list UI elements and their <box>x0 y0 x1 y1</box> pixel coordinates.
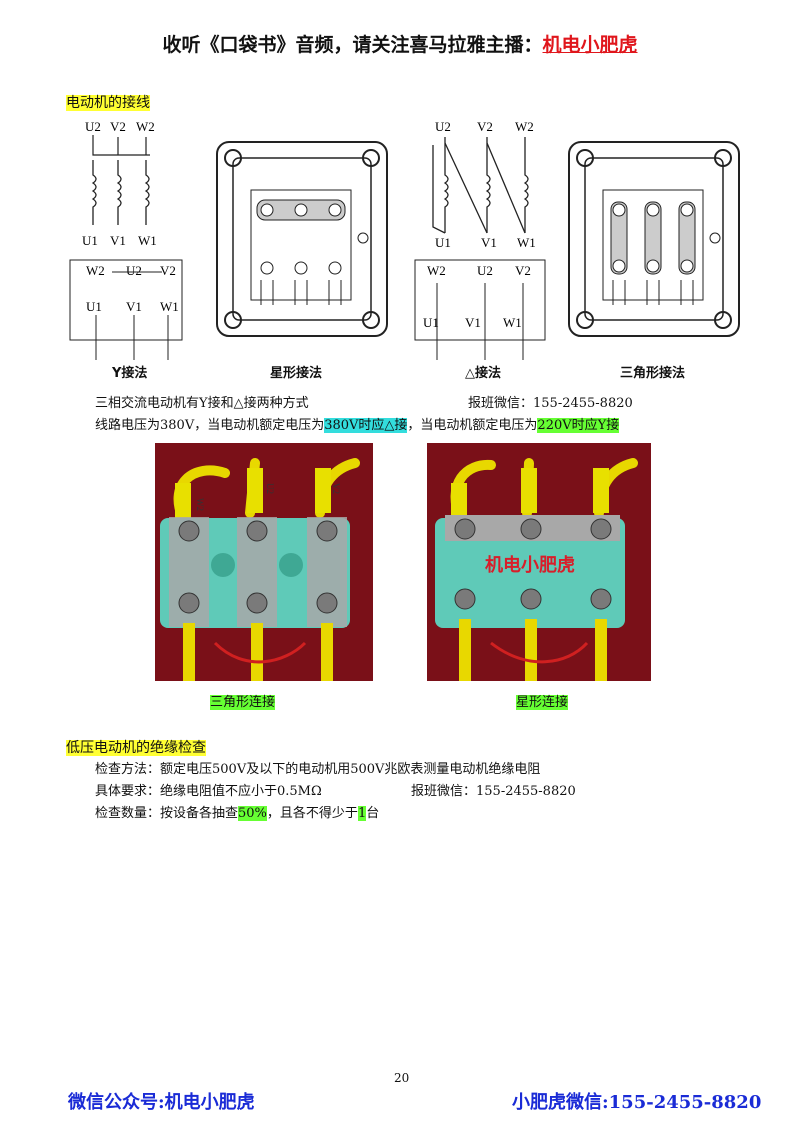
caption-delta-photo: 三角形连接 <box>210 695 276 710</box>
photo-star-terminal-board: 机电小肥虎 <box>427 443 651 681</box>
y-connection-diagram: U2 V2 W2 U1 V1 W1 W2 U2 V2 U1 V1 W1 <box>69 119 183 360</box>
terminal-box <box>69 259 183 341</box>
star-terminal-box-drawing <box>216 141 388 337</box>
section-title-wiring: 电动机的接线 <box>66 95 150 111</box>
svg-text:W2: W2 <box>427 263 446 278</box>
wiring-note-line2: 线路电压为380V，当电动机额定电压为380V时应△接，当电动机额定电压为220… <box>95 418 620 433</box>
svg-text:V2: V2 <box>160 263 176 278</box>
svg-text:U2: U2 <box>477 263 493 278</box>
svg-text:V1: V1 <box>126 299 142 314</box>
svg-text:V1: V1 <box>465 315 481 330</box>
photo-watermark: 机电小肥虎 <box>485 554 575 575</box>
label-y-connection: Y接法 <box>112 366 148 381</box>
svg-text:U2: U2 <box>126 263 142 278</box>
svg-text:U1: U1 <box>86 299 102 314</box>
terminal-u2: U2 <box>85 119 101 134</box>
footer-right: 小肥虎微信:155-2455-8820 <box>512 1092 762 1113</box>
svg-text:V2: V2 <box>477 119 493 134</box>
insulation-contact: 报班微信：155-2455-8820 <box>411 784 576 799</box>
insulation-quantity: 检查数量：按设备各抽查50%，且各不得少于1台 <box>95 806 380 821</box>
svg-text:V2: V2 <box>515 263 531 278</box>
wiring-contact: 报班微信：155-2455-8820 <box>468 396 633 411</box>
svg-text:U2: U2 <box>265 483 275 494</box>
svg-text:W2: W2 <box>195 498 205 511</box>
photo-delta-terminal-board: W2 U2 V2 <box>155 443 373 681</box>
terminal-u1: U1 <box>82 233 98 248</box>
svg-text:V1: V1 <box>481 235 497 250</box>
footer-left: 微信公众号:机电小肥虎 <box>68 1092 255 1113</box>
header-link[interactable]: 机电小肥虎 <box>542 34 638 56</box>
svg-text:W2: W2 <box>515 119 534 134</box>
terminal-w1: W1 <box>138 233 157 248</box>
section-title-insulation: 低压电动机的绝缘检查 <box>66 740 206 756</box>
svg-text:U2: U2 <box>435 119 451 134</box>
svg-text:W1: W1 <box>517 235 536 250</box>
delta-connection-diagram: U2 V2 W2 U1 V1 W1 W2 U2 V2 U1 V1 W1 <box>414 119 546 360</box>
label-triangle-connection: 三角形接法 <box>620 366 686 381</box>
svg-text:V2: V2 <box>331 483 341 494</box>
header-text: 收听《口袋书》音频，请关注喜马拉雅主播： <box>162 34 543 56</box>
terminal-v1: V1 <box>110 233 126 248</box>
wiring-note-line1: 三相交流电动机有Y接和△接两种方式 <box>95 396 309 411</box>
terminal-w2: W2 <box>136 119 155 134</box>
triangle-terminal-box-drawing <box>568 141 740 337</box>
page-number: 20 <box>394 1071 410 1085</box>
svg-text:W1: W1 <box>503 315 522 330</box>
label-delta-connection: △接法 <box>465 366 501 381</box>
terminal-v2: V2 <box>110 119 126 134</box>
svg-text:U1: U1 <box>435 235 451 250</box>
insulation-method: 检查方法：额定电压500V及以下的电动机用500V兆欧表测量电动机绝缘电阻 <box>95 762 541 777</box>
svg-text:U1: U1 <box>423 315 439 330</box>
label-star-connection: 星形接法 <box>270 366 323 381</box>
svg-text:W2: W2 <box>86 263 105 278</box>
page-header: 收听《口袋书》音频，请关注喜马拉雅主播：机电小肥虎 <box>0 30 800 57</box>
caption-star-photo: 星形连接 <box>516 695 569 710</box>
svg-text:W1: W1 <box>160 299 179 314</box>
insulation-requirement: 具体要求：绝缘电阻值不应小于0.5MΩ <box>95 784 322 799</box>
